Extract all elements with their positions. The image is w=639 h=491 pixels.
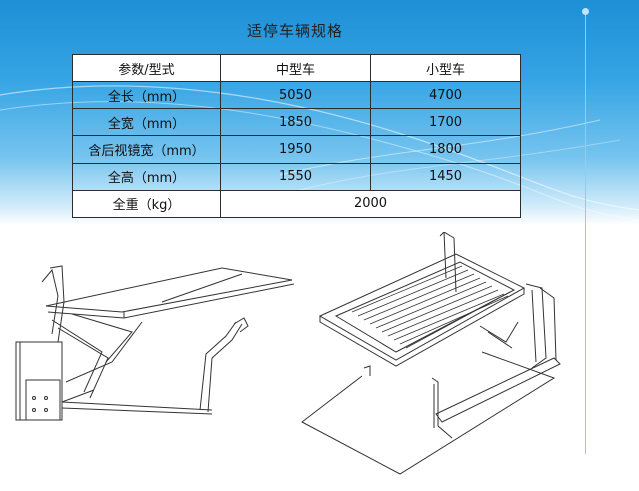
table-row: 全高（mm） 1550 1450 xyxy=(72,162,521,191)
decor-dot xyxy=(582,8,589,15)
table-row: 全宽（mm） 1850 1700 xyxy=(72,108,521,137)
table-row: 全长（mm） 5050 4700 xyxy=(72,81,521,110)
row-label: 全重（kg） xyxy=(72,189,221,219)
header-small: 小型车 xyxy=(370,53,521,83)
row-mid: 1950 xyxy=(220,135,371,164)
row-label: 全高（mm） xyxy=(72,162,221,191)
table-header-row: 参数/型式 中型车 小型车 xyxy=(72,53,521,83)
isometric-drawing xyxy=(301,232,561,475)
header-param: 参数/型式 xyxy=(72,53,221,83)
header-mid: 中型车 xyxy=(220,53,371,83)
row-mid: 1850 xyxy=(220,108,371,137)
table-row-weight: 全重（kg） 2000 xyxy=(72,189,521,219)
row-small: 1800 xyxy=(370,135,521,164)
spec-table: 参数/型式 中型车 小型车 全长（mm） 5050 4700 全宽（mm） 18… xyxy=(72,53,521,219)
row-weight-value: 2000 xyxy=(220,189,521,219)
side-elevation-drawing xyxy=(15,265,295,421)
row-label: 全长（mm） xyxy=(72,81,221,110)
row-label: 全宽（mm） xyxy=(72,108,221,137)
row-label: 含后视镜宽（mm） xyxy=(72,135,221,164)
row-mid: 1550 xyxy=(220,162,371,191)
row-small: 4700 xyxy=(370,81,521,110)
row-small: 1700 xyxy=(370,108,521,137)
row-small: 1450 xyxy=(370,162,521,191)
decor-vertical-rule xyxy=(585,14,586,454)
table-row: 含后视镜宽（mm） 1950 1800 xyxy=(72,135,521,164)
row-mid: 5050 xyxy=(220,81,371,110)
slide-title: 适停车辆规格 xyxy=(246,22,343,40)
